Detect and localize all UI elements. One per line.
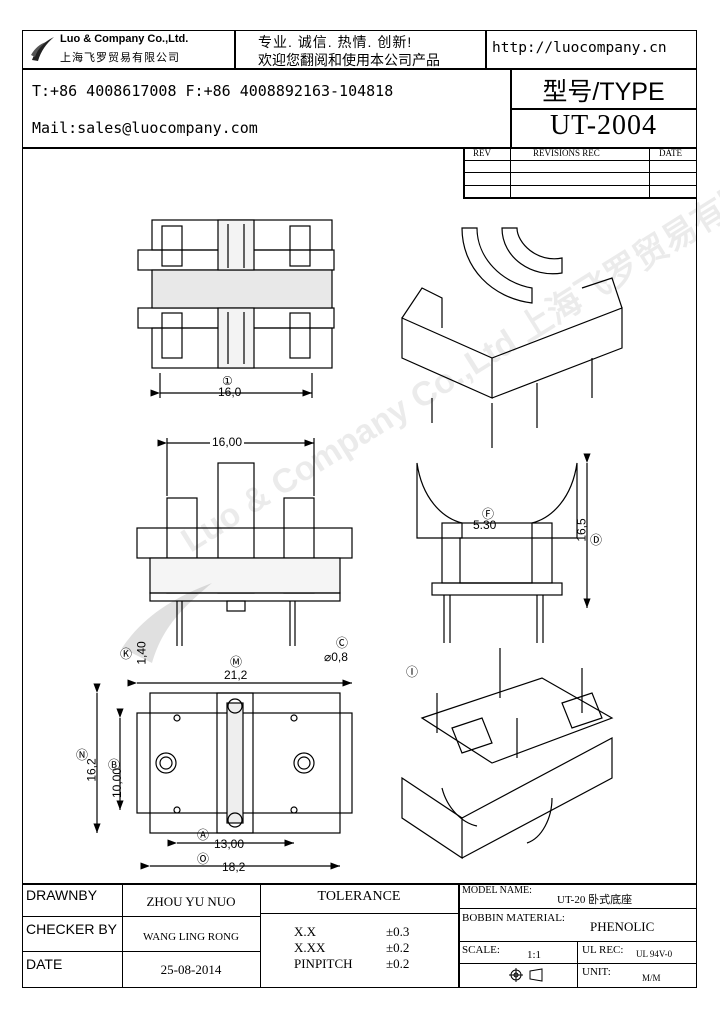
header: Luo & Company Co.,Ltd. 上海飞罗贸易有限公司 专业. 诚信… bbox=[22, 30, 697, 149]
tol-xxx-label: X.XX bbox=[294, 940, 326, 955]
dim-base-width: 18,2 bbox=[222, 860, 246, 874]
scale-label: SCALE: bbox=[462, 944, 500, 956]
dim-pin-len: 1,40 bbox=[134, 641, 149, 665]
dim-pin-dia: ⌀0,8 bbox=[324, 650, 348, 664]
company-logo-icon bbox=[28, 34, 58, 64]
tol-pin-value: ±0.2 bbox=[386, 956, 410, 971]
drawnby-label: DRAWNBY bbox=[26, 887, 98, 903]
iso-view-top bbox=[401, 227, 623, 448]
dim-side-height-tag: Ⓓ bbox=[590, 533, 603, 547]
ul-rec-value: UL 94V-0 bbox=[636, 949, 673, 959]
bobbin-material-value: PHENOLIC bbox=[590, 919, 655, 934]
tolerance-label: TOLERANCE bbox=[317, 889, 401, 904]
scale-value: 1:1 bbox=[527, 949, 542, 961]
phone-fax: T:+86 4008617008 F:+86 4008892163-104818 bbox=[32, 82, 394, 100]
company-name-en: Luo & Company Co.,Ltd. bbox=[60, 33, 189, 45]
iso-view-bottom bbox=[401, 648, 614, 860]
dim-base-tag: Ⓞ bbox=[197, 852, 210, 866]
dim-overall-width: 21,2 bbox=[224, 668, 248, 682]
date-label: DATE bbox=[26, 956, 63, 972]
bobbin-material-label: BOBBIN MATERIAL: bbox=[462, 912, 565, 924]
checker-label: CHECKER BY bbox=[26, 921, 118, 937]
dim-side-bottom-tag: Ⓘ bbox=[406, 665, 419, 679]
checker-value: WANG LING RONG bbox=[143, 931, 239, 943]
revisions-rec-col-header: REVISIONS REC bbox=[533, 148, 600, 158]
unit-value: M/M bbox=[642, 973, 661, 983]
dim-side-height: 16,5 bbox=[574, 518, 589, 542]
dim-overall-depth: 16,2 bbox=[84, 758, 99, 782]
model-number: UT-2004 bbox=[549, 110, 658, 141]
slogan-line1: 专业. 诚信. 热情. 创新! bbox=[258, 34, 413, 50]
unit-label: UNIT: bbox=[582, 966, 611, 978]
website-link[interactable]: http://luocompany.cn bbox=[492, 40, 667, 56]
dim-pin-dia-tag: Ⓒ bbox=[336, 636, 349, 650]
model-name-label: MODEL NAME: bbox=[462, 885, 532, 896]
technical-drawing bbox=[93, 219, 623, 870]
drawing-frame bbox=[22, 30, 697, 988]
bottom-view bbox=[93, 679, 353, 870]
rev-col-header: REV bbox=[473, 148, 491, 158]
top-view bbox=[137, 219, 335, 398]
dim-inner-depth-tag: Ⓑ bbox=[108, 758, 121, 772]
dim-overall-depth-tag: Ⓝ bbox=[76, 748, 89, 762]
slogan-line2: 欢迎您翻阅和使用本公司产品 bbox=[258, 52, 440, 68]
revision-table: REV REVISIONS REC DATE bbox=[463, 148, 697, 199]
tol-xx-value: ±0.3 bbox=[386, 924, 410, 939]
title-block: DRAWNBY ZHOU YU NUO CHECKER BY WANG LING… bbox=[22, 883, 697, 988]
company-name-cn: 上海飞罗贸易有限公司 bbox=[60, 52, 180, 64]
dim-overall-width-tag: Ⓜ bbox=[230, 655, 243, 669]
dim-inner-depth: 10,00 bbox=[110, 767, 125, 799]
date-value: 25-08-2014 bbox=[160, 962, 222, 977]
projection-symbol-icon bbox=[508, 968, 548, 982]
drawnby-value: ZHOU YU NUO bbox=[146, 894, 236, 909]
watermark-logo-icon bbox=[122, 583, 212, 663]
model-name-value: UT-20 卧式底座 bbox=[557, 894, 633, 906]
dim-pitch: 13,00 bbox=[214, 837, 245, 851]
dim-slot-width: 5.30 bbox=[473, 518, 497, 532]
type-label: 型号/TYPE bbox=[542, 78, 665, 106]
tol-xxx-value: ±0.2 bbox=[386, 940, 410, 955]
drawing-area: ① 16,0 16,00 Ⓕ 5.30 16,5 Ⓓ Ⓚ 1,40 Ⓒ ⌀0,8… bbox=[22, 198, 697, 883]
dim-top-width: 16,0 bbox=[218, 385, 242, 399]
dim-pin-len-tag: Ⓚ bbox=[120, 647, 133, 661]
mail-address[interactable]: Mail:sales@luocompany.com bbox=[32, 119, 258, 137]
ul-rec-label: UL REC: bbox=[582, 944, 624, 956]
date-col-header: DATE bbox=[659, 148, 682, 158]
dim-pitch-tag: Ⓐ bbox=[197, 828, 210, 842]
front-view bbox=[136, 438, 353, 646]
dim-slot-tag: Ⓕ bbox=[482, 507, 495, 521]
tol-pin-label: PINPITCH bbox=[294, 956, 353, 971]
tol-xx-label: X.X bbox=[294, 924, 317, 939]
dim-top-label: ① bbox=[222, 374, 233, 388]
dim-front-width: 16,00 bbox=[210, 435, 245, 449]
side-view bbox=[416, 453, 591, 643]
